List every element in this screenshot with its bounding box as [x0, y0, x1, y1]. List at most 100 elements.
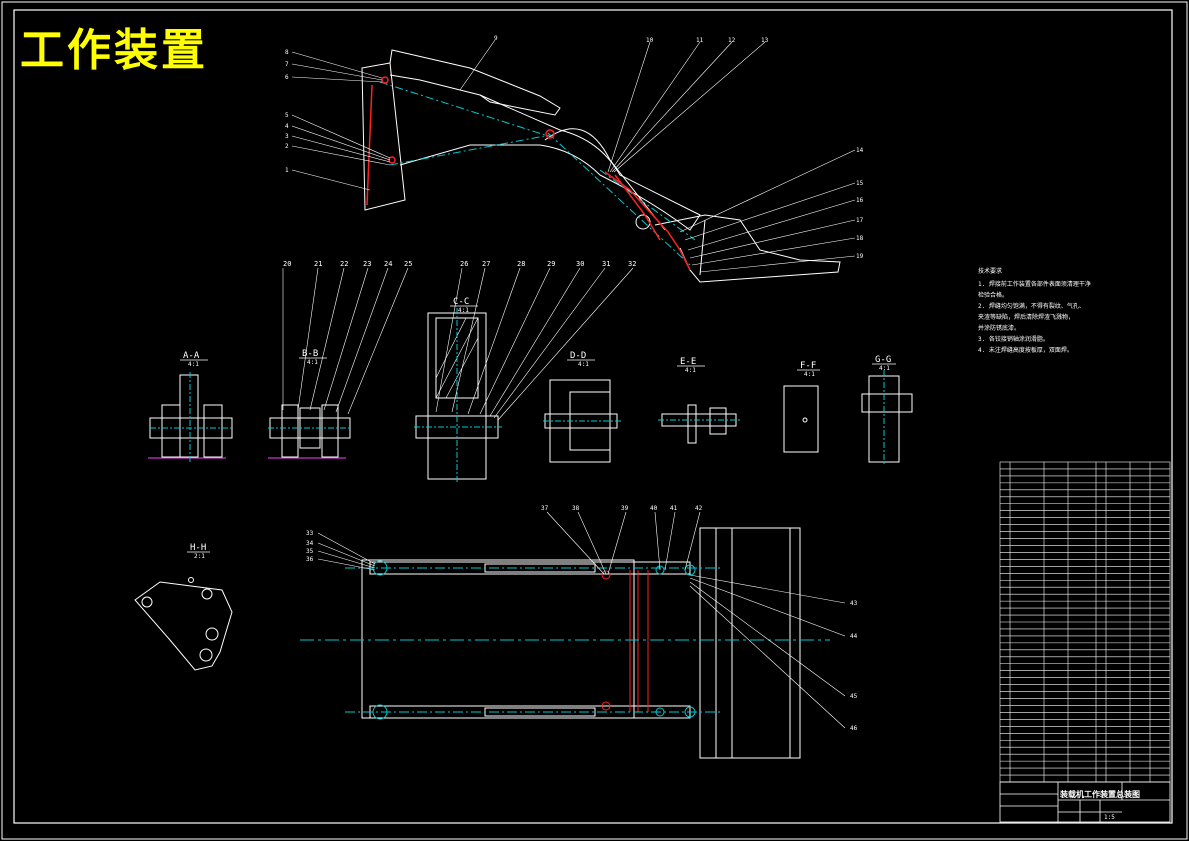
- callout-21: 21: [314, 260, 322, 268]
- callout-15: 15: [856, 180, 864, 187]
- callout-30: 30: [576, 260, 584, 268]
- callout-34: 34: [306, 540, 314, 547]
- callout-leaders-mid: [282, 267, 634, 421]
- note-line-6: 3. 各铰接销轴涂润滑脂。: [978, 335, 1049, 343]
- callout-8: 8: [285, 49, 289, 56]
- callout-leaders-top: [291, 39, 856, 273]
- section-labels: A-A 4:1 B-B 4:1 C-C 4:1 D-D 4:1 E-E 4:1 …: [183, 297, 891, 560]
- callout-25: 25: [404, 260, 412, 268]
- callout-22: 22: [340, 260, 348, 268]
- section-f-label: F-F: [800, 361, 816, 371]
- notes-heading: 技术要求: [978, 267, 1002, 275]
- callout-4: 4: [285, 123, 289, 130]
- drawing-title: 工作装置: [20, 25, 208, 76]
- callout-26: 26: [460, 260, 468, 268]
- callout-39: 39: [621, 505, 629, 512]
- callout-3: 3: [285, 133, 289, 140]
- title-block-name: 装载机工作装置总装图: [1059, 789, 1140, 799]
- callout-2: 2: [285, 143, 289, 150]
- section-f-view: [783, 385, 819, 453]
- callout-40: 40: [650, 505, 658, 512]
- callout-38: 38: [572, 505, 580, 512]
- title-block: [999, 781, 1171, 823]
- title-block-text: 装载机工作装置总装图 1:5: [1059, 789, 1140, 821]
- callout-27: 27: [482, 260, 490, 268]
- section-b-label: B-B: [302, 349, 318, 359]
- callout-1: 1: [285, 167, 289, 174]
- section-d-view: [543, 379, 622, 463]
- callout-17: 17: [856, 217, 864, 224]
- section-h-label: H-H: [190, 543, 206, 553]
- callout-19: 19: [856, 253, 864, 260]
- boom-side-view: [361, 49, 841, 283]
- section-underlines: [180, 305, 896, 553]
- callout-32: 32: [628, 260, 636, 268]
- callout-7: 7: [285, 61, 289, 68]
- section-g-scale: 4:1: [879, 365, 890, 372]
- note-line-2: 检验合格。: [978, 291, 1008, 299]
- callout-36: 36: [306, 556, 314, 563]
- callout-10: 10: [646, 37, 654, 44]
- callout-9: 9: [494, 35, 498, 42]
- title-block-ratio: 1:5: [1104, 814, 1115, 821]
- inner-frame: [13, 9, 1173, 824]
- section-d-scale: 4:1: [578, 361, 589, 368]
- callout-35: 35: [306, 548, 314, 555]
- callout-numbers-mid: 20 21 22 23 24 25 26 27 28 29 30 31 32: [283, 260, 636, 268]
- callout-41: 41: [670, 505, 678, 512]
- note-line-4: 夹渣等缺陷，焊后清除焊渣飞溅物，: [978, 313, 1074, 321]
- callout-5: 5: [285, 112, 289, 119]
- section-g-label: G-G: [875, 355, 891, 365]
- callout-14: 14: [856, 147, 864, 154]
- section-c-label: C-C: [453, 297, 469, 307]
- parts-list: [999, 461, 1171, 783]
- section-g-view: [861, 370, 913, 466]
- section-e-view: [658, 404, 740, 444]
- callout-42: 42: [695, 505, 703, 512]
- note-line-1: 1. 焊接前工作装置各部件表面须清理干净: [978, 280, 1091, 288]
- callout-45: 45: [850, 693, 858, 700]
- section-b-scale: 4:1: [307, 359, 318, 366]
- section-f-scale: 4:1: [804, 371, 815, 378]
- plan-view-joints: [372, 560, 696, 720]
- section-e-scale: 4:1: [685, 367, 696, 374]
- callout-20: 20: [283, 260, 291, 268]
- plan-view: [300, 527, 830, 759]
- callout-43: 43: [850, 600, 858, 607]
- callout-numbers-bottom: 33 34 35 36 37 38 39 40 41 42 43 44 45 4…: [306, 505, 858, 732]
- callout-13: 13: [761, 37, 769, 44]
- callout-31: 31: [602, 260, 610, 268]
- boom-red-parts: [366, 76, 691, 271]
- callout-29: 29: [547, 260, 555, 268]
- section-d-label: D-D: [570, 351, 586, 361]
- callout-12: 12: [728, 37, 736, 44]
- section-h-view: [134, 577, 233, 671]
- section-c-scale: 4:1: [458, 307, 469, 314]
- technical-notes: 技术要求 1. 焊接前工作装置各部件表面须清理干净 检验合格。 2. 焊缝均匀饱…: [978, 267, 1091, 354]
- section-e-label: E-E: [680, 357, 696, 367]
- note-line-5: 并涂防锈底漆。: [978, 324, 1020, 332]
- callout-18: 18: [856, 235, 864, 242]
- section-c-view: [414, 308, 502, 482]
- callout-28: 28: [517, 260, 525, 268]
- callout-16: 16: [856, 197, 864, 204]
- note-line-3: 2. 焊缝均匀饱满，不得有裂纹、气孔、: [978, 302, 1085, 310]
- callout-11: 11: [696, 37, 704, 44]
- callout-numbers-top: 8 7 6 5 4 3 2 1 9 10 11 12 13 14 15 16 1…: [285, 35, 864, 260]
- callout-23: 23: [363, 260, 371, 268]
- callout-24: 24: [384, 260, 392, 268]
- section-h-scale: 2:1: [194, 553, 205, 560]
- callout-44: 44: [850, 633, 858, 640]
- callout-46: 46: [850, 725, 858, 732]
- section-a-view: [148, 372, 234, 462]
- callout-leaders-bottom: [317, 511, 846, 729]
- section-b-view: [268, 404, 352, 459]
- callout-33: 33: [306, 530, 314, 537]
- callout-6: 6: [285, 74, 289, 81]
- note-line-7: 4. 未注焊缝高度按板厚，双面焊。: [978, 346, 1073, 354]
- section-a-scale: 4:1: [188, 361, 199, 368]
- section-a-label: A-A: [183, 351, 200, 361]
- callout-37: 37: [541, 505, 549, 512]
